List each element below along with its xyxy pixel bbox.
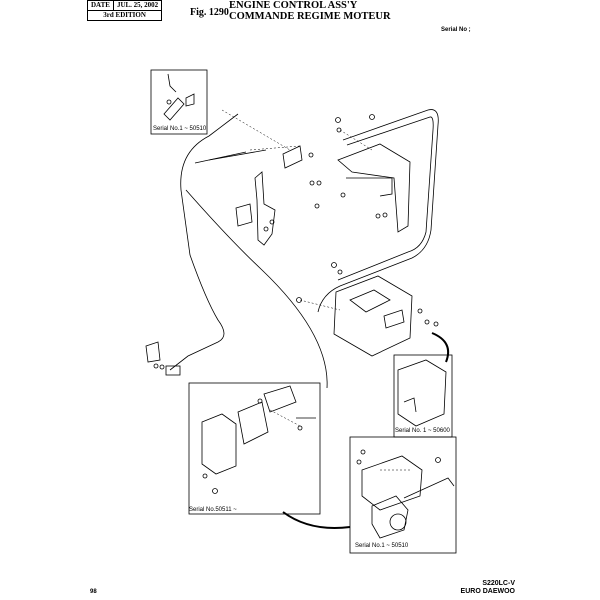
cable-end-cylinder <box>165 365 181 376</box>
inset-frame-actuator <box>188 382 321 515</box>
mounting-plate <box>333 275 413 357</box>
inset-frame-bracket <box>393 354 453 438</box>
cable-end-fitting <box>163 97 185 121</box>
left-bracket <box>254 171 276 246</box>
caption-serial-bracket: Serial No. 1 ~ 50600 <box>395 428 450 434</box>
title-french: COMMANDE REGIME MOTEUR <box>229 11 391 22</box>
plate-cutout <box>349 289 391 313</box>
support-bracket-inner <box>346 177 393 197</box>
model-code: S220LC-V <box>482 580 515 587</box>
cable-segment-2 <box>208 149 267 161</box>
nut-fitting <box>185 93 195 107</box>
figure-number: Fig. 1290 <box>190 7 229 18</box>
bracket-inset-plate <box>397 359 447 427</box>
caption-serial-motor: Serial No.1 ~ 50510 <box>355 543 409 549</box>
lever-plate <box>282 145 303 169</box>
control-rod-inner <box>337 116 434 281</box>
actuator-body <box>237 401 269 445</box>
control-cable-lower <box>185 189 328 389</box>
throttle-cable <box>169 113 239 371</box>
page-title: ENGINE CONTROL ASS'Y COMMANDE REGIME MOT… <box>229 0 391 22</box>
bolt-group <box>153 99 441 494</box>
actuator-cover <box>201 413 237 475</box>
actuator-bracket <box>263 385 297 413</box>
manufacturer-name: EURO DAEWOO <box>460 588 515 595</box>
cable-bracket <box>145 341 161 363</box>
revision-box: DATE JUL. 25, 2002 3rd EDITION <box>86 0 163 21</box>
cable-segment <box>194 151 247 164</box>
clip-wire <box>167 73 177 93</box>
motor-cable <box>403 477 455 499</box>
plate-slot <box>383 309 405 329</box>
model-label: S220LC-V EURO DAEWOO <box>461 580 515 596</box>
support-bracket <box>337 143 411 233</box>
serial-no-label: Serial No ; <box>441 27 471 33</box>
motor-shaft <box>389 513 407 531</box>
bracket-tab <box>403 397 417 413</box>
arrow-to-bracket-inset <box>431 332 450 363</box>
leader-lines <box>221 109 412 471</box>
inset-frame-motor <box>349 436 457 554</box>
control-rod-loop <box>317 109 439 313</box>
inset-frame-top <box>150 69 208 135</box>
page-number: 98 <box>90 589 97 595</box>
caption-serial-top: Serial No.1 ~ 50510 <box>153 126 207 132</box>
small-plate <box>235 203 253 227</box>
arrow-to-motor-inset <box>282 511 351 529</box>
motor-base-plate <box>361 455 423 511</box>
caption-serial-actuator: Serial No.50511 ~ <box>189 507 237 513</box>
title-english: ENGINE CONTROL ASS'Y <box>229 0 358 11</box>
edition-label: 3rd EDITION <box>86 10 163 21</box>
motor-housing <box>371 495 409 539</box>
